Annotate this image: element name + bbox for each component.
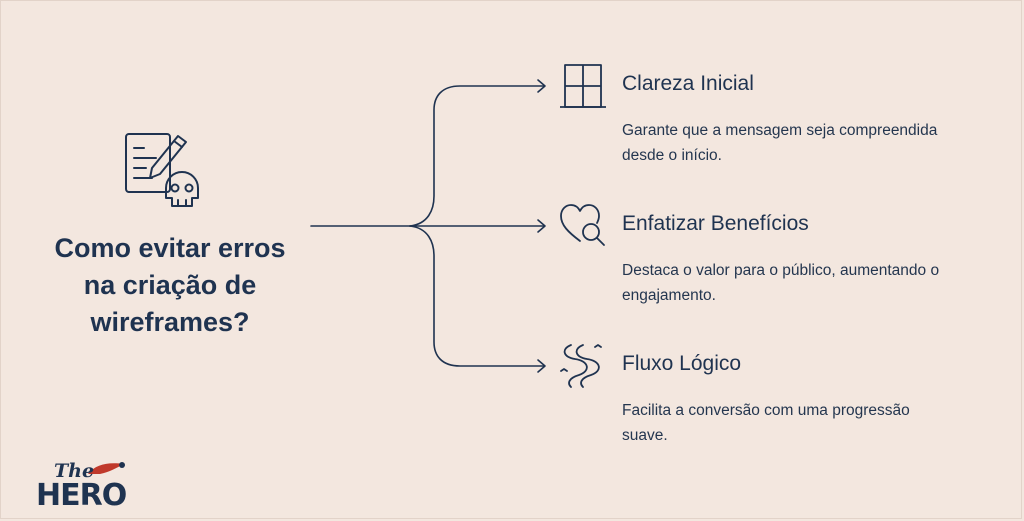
description-line: Garante que a mensagem seja compreendida [622, 122, 938, 139]
branch-description-fluxo: Facilita a conversão com uma progressão … [622, 398, 972, 448]
arrow-head-top [537, 79, 546, 93]
logo-small-text: The [54, 460, 95, 482]
cape-icon [88, 462, 125, 474]
connector-top [409, 85, 545, 227]
river-flow-icon [560, 344, 602, 388]
title-line: Como evitar erros [54, 233, 286, 263]
window-icon [560, 64, 606, 108]
description-line: desde o início. [622, 147, 722, 164]
description-line: Destaca o valor para o público, aumentan… [622, 262, 940, 279]
connector-bottom [409, 225, 545, 367]
heart-magnifier-icon [560, 204, 605, 246]
title-line: wireframes? [90, 307, 250, 337]
description-line: engajamento. [622, 287, 716, 304]
document-pencil-skull-icon [125, 133, 199, 207]
branch-title-enfatizar: Enfatizar Benefícios [622, 212, 809, 235]
arrow-head-middle [537, 219, 546, 233]
logo-large-text: HERO [36, 478, 127, 513]
branch-title-clareza: Clareza Inicial [622, 72, 754, 95]
branch-title-fluxo: Fluxo Lógico [622, 352, 742, 375]
the-hero-logo: The HERO [34, 458, 144, 516]
description-line: Facilita a conversão com uma progressão [622, 402, 910, 419]
title-line: na criação de [83, 270, 257, 300]
arrow-head-bottom [537, 359, 546, 373]
description-line: suave. [622, 427, 668, 444]
branch-description-enfatizar: Destaca o valor para o público, aumentan… [622, 258, 972, 308]
branch-description-clareza: Garante que a mensagem seja compreendida… [622, 118, 972, 168]
main-title: Como evitar erros na criação de wirefram… [20, 230, 320, 341]
